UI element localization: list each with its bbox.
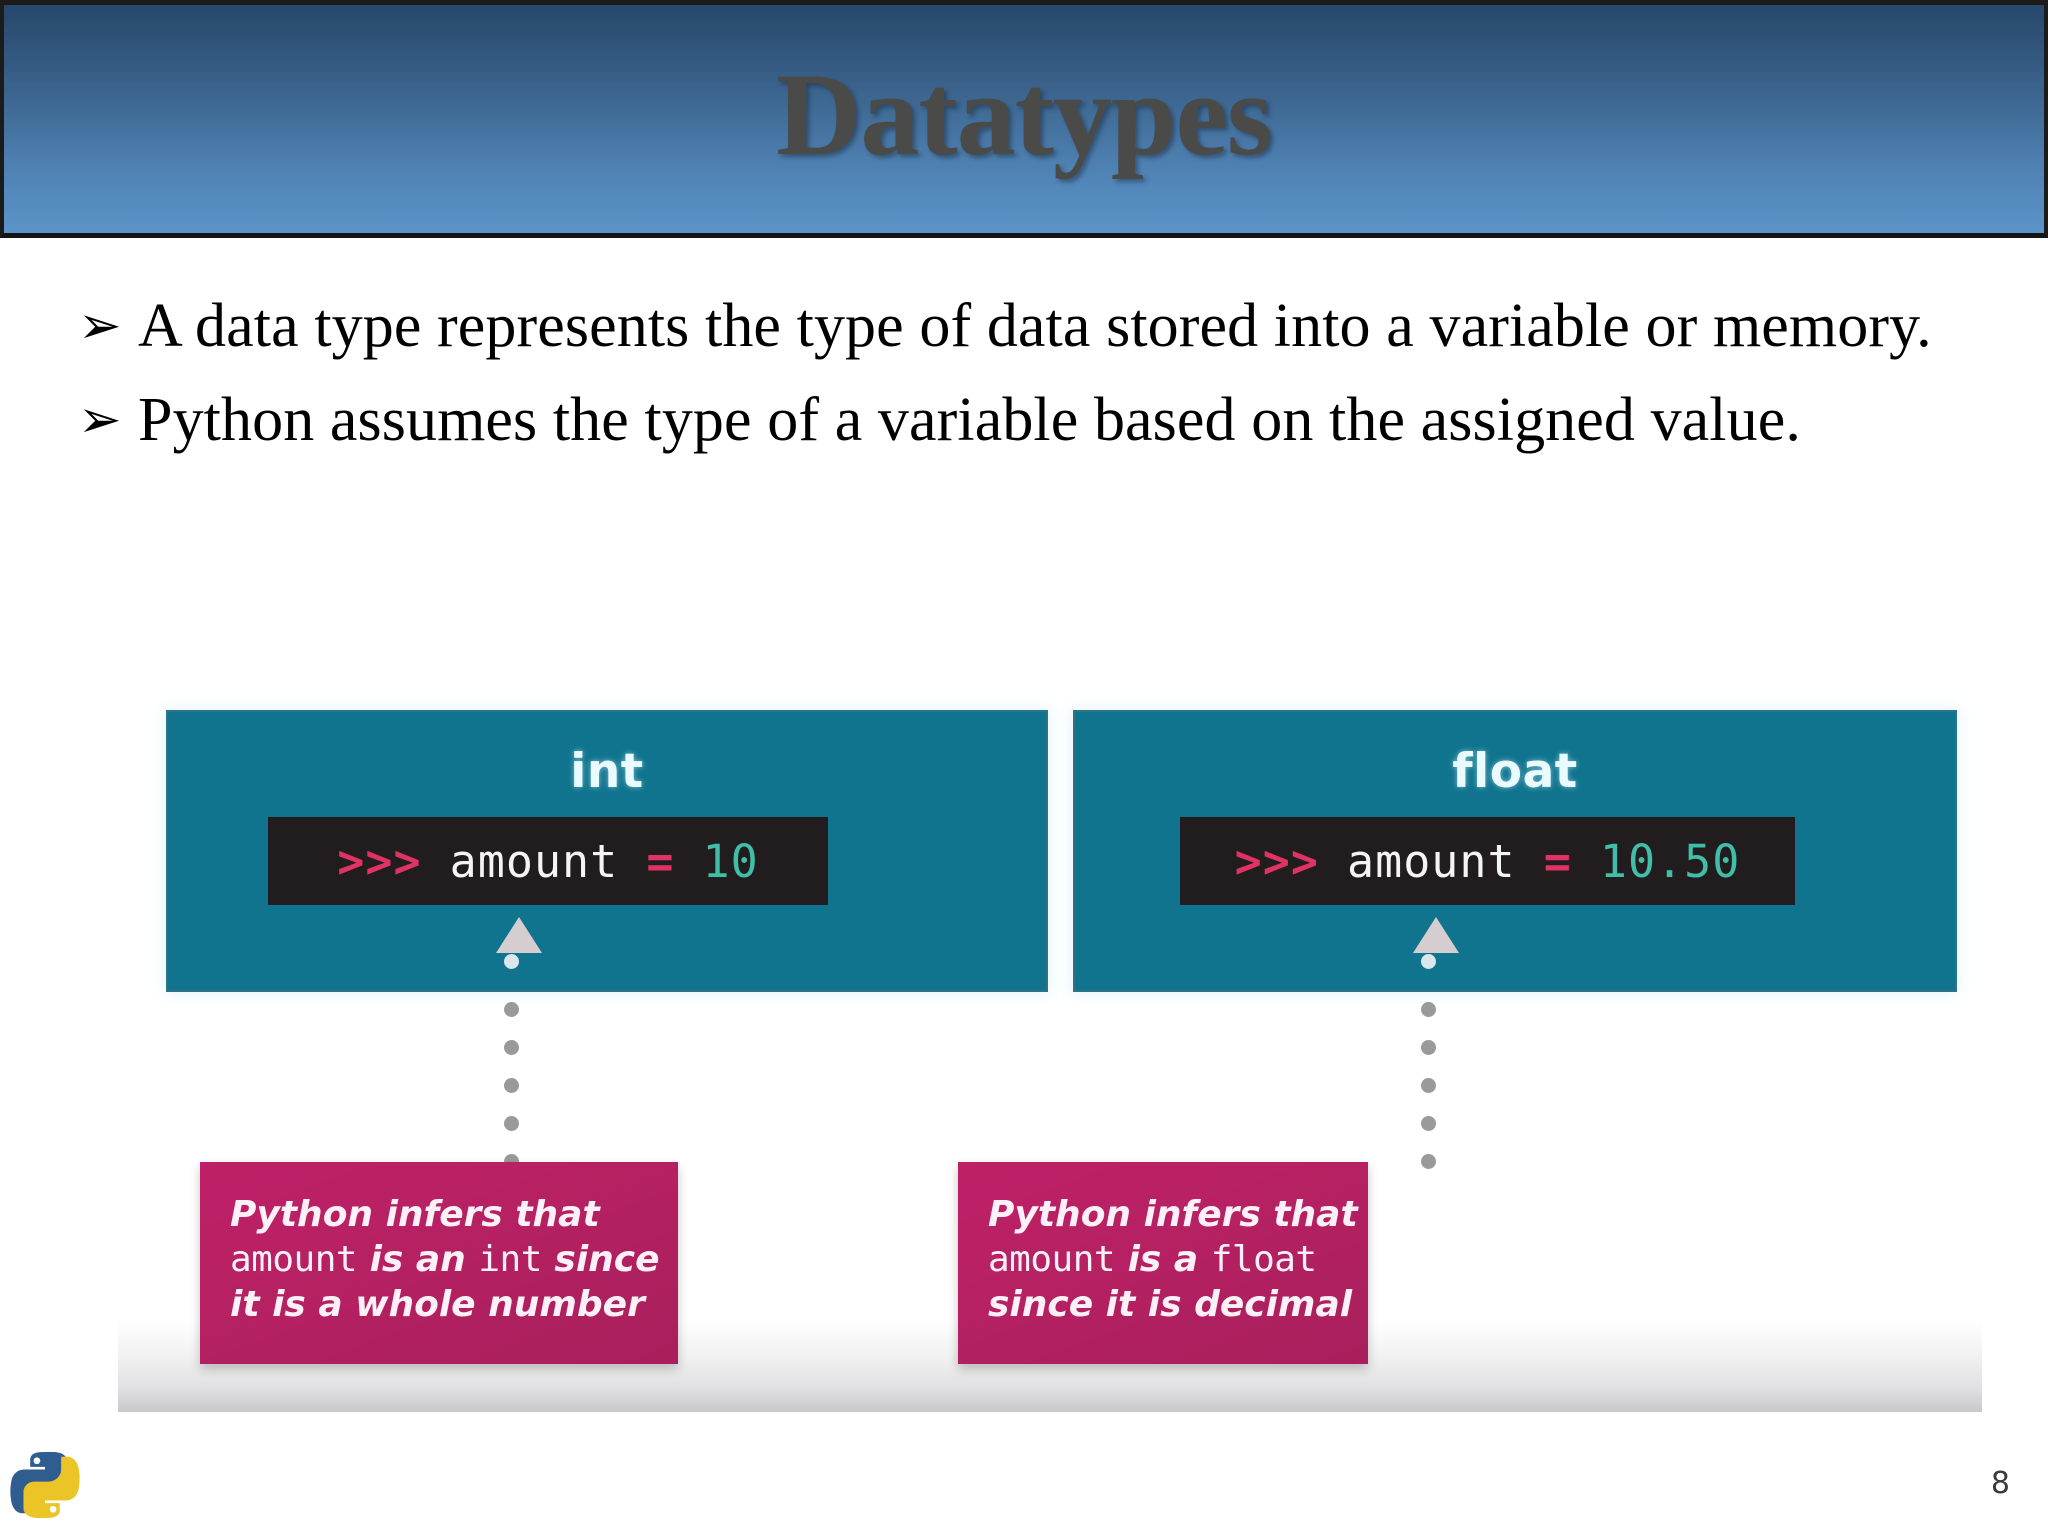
callout-line: amount is a float (988, 1237, 1340, 1282)
callout-line: amount is an int since (230, 1237, 660, 1282)
list-item: ➢ Python assumes the type of a variable … (72, 380, 2012, 460)
bullet-text-2: Python assumes the type of a variable ba… (138, 386, 1801, 454)
int-type-panel: int >>> amount = 10 (168, 712, 1046, 990)
float-type-label: float (1452, 744, 1578, 799)
up-arrow-icon (1413, 917, 1459, 953)
bullet-list: ➢ A data type represents the type of dat… (72, 286, 2012, 474)
float-dotted-connector (1421, 1002, 1436, 1169)
int-type-label: int (570, 744, 644, 799)
callout-run: it is a whole number (230, 1284, 645, 1325)
callout-run: is an (357, 1239, 479, 1280)
float-literal-value: 10.50 (1599, 834, 1741, 888)
callout-line: Python infers that (230, 1192, 650, 1237)
callout-run: float (1210, 1239, 1317, 1280)
int-literal-value: 10 (702, 834, 759, 888)
callout-line: since it is decimal (988, 1282, 1352, 1327)
page-title: Datatypes (776, 49, 1273, 180)
python-logo (8, 1448, 82, 1522)
int-variable-name: amount (449, 834, 619, 888)
float-type-panel: float >>> amount = 10.50 (1075, 712, 1955, 990)
float-explanation-callout: Python infers that amount is a float sin… (958, 1162, 1368, 1364)
title-banner: Datatypes (0, 0, 2048, 238)
callout-run: amount (230, 1239, 358, 1280)
bullet-text-1: A data type represents the type of data … (138, 292, 1932, 360)
page-number: 8 (1990, 1466, 2010, 1501)
callout-line: it is a whole number (230, 1282, 650, 1327)
callout-run: Python infers that (230, 1194, 600, 1235)
callout-run: since it is decimal (988, 1284, 1353, 1325)
float-terminal-snippet: >>> amount = 10.50 (1180, 817, 1795, 905)
arrow-dot-icon (504, 954, 519, 969)
arrow-bullet-icon: ➢ (78, 390, 122, 450)
variable-name (422, 835, 450, 888)
int-terminal-snippet: >>> amount = 10 (268, 817, 828, 905)
int-assign-operator: = (646, 834, 675, 888)
int-explanation-callout: Python infers that amount is an int sinc… (200, 1162, 678, 1364)
datatype-illustration: int >>> amount = 10 float >>> amount = 1… (118, 700, 1982, 1412)
callout-run: since (541, 1239, 660, 1280)
up-arrow-icon (496, 917, 542, 953)
list-item: ➢ A data type represents the type of dat… (72, 286, 2012, 366)
int-dotted-connector (504, 1002, 519, 1169)
callout-run: Python infers that (988, 1194, 1358, 1235)
prompt-glyph: >>> (337, 834, 422, 888)
arrow-bullet-icon: ➢ (78, 296, 122, 356)
callout-run: amount (988, 1239, 1116, 1280)
callout-line: Python infers that (988, 1192, 1358, 1237)
prompt-glyph: >>> (1234, 834, 1319, 888)
float-assign-operator: = (1543, 834, 1572, 888)
arrow-dot-icon (1421, 954, 1436, 969)
float-variable-name: amount (1347, 834, 1516, 888)
callout-run: int (478, 1239, 542, 1280)
callout-run: is a (1115, 1239, 1211, 1280)
